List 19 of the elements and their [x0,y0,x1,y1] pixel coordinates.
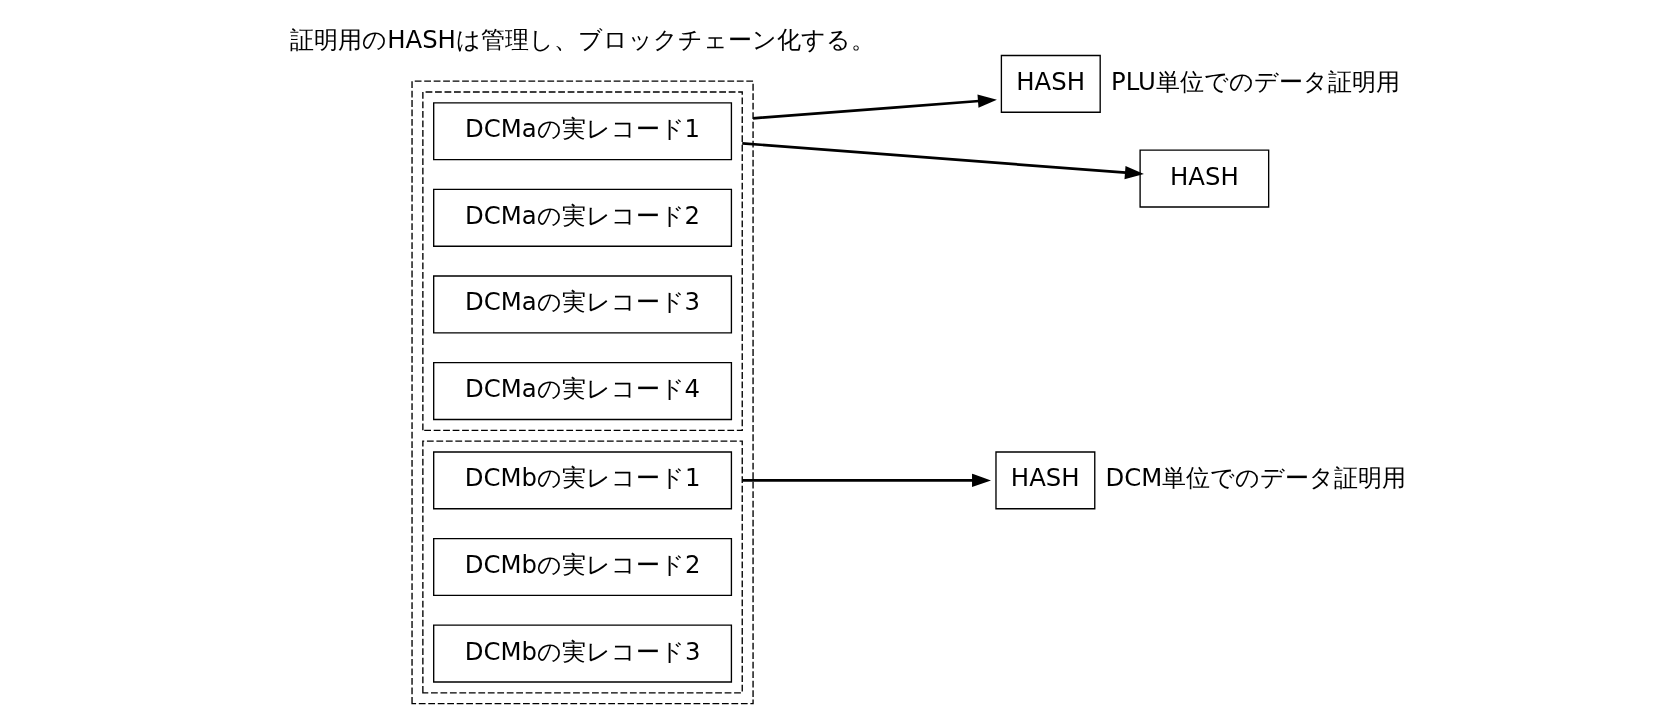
node-box: DCMbの実レコード2 [432,537,732,597]
node-box: DCMaの実レコード1 [432,102,732,161]
node-box: DCMbの実レコード3 [432,624,732,683]
node-label: DCM単位でのデータ証明用 [1105,463,1406,493]
node-box: HASH [1000,54,1101,113]
cluster [410,80,754,705]
node-box: DCMaの実レコード2 [432,188,732,247]
cluster [421,91,743,431]
node-label: PLU単位でのデータ証明用 [1110,66,1400,96]
cluster [421,440,743,694]
node-box: DCMbの実レコード1 [432,451,732,510]
node-box: DCMaの実レコード3 [432,275,732,334]
node-box: DCMaの実レコード4 [432,361,732,421]
node-box: HASH [994,451,1095,510]
arrow [752,94,997,120]
node-box: HASH [1138,149,1269,208]
arrow [741,142,1144,180]
label: 証明用のHASHは管理し、ブロックチェーン化する。 [289,24,875,54]
arrow [741,473,991,488]
